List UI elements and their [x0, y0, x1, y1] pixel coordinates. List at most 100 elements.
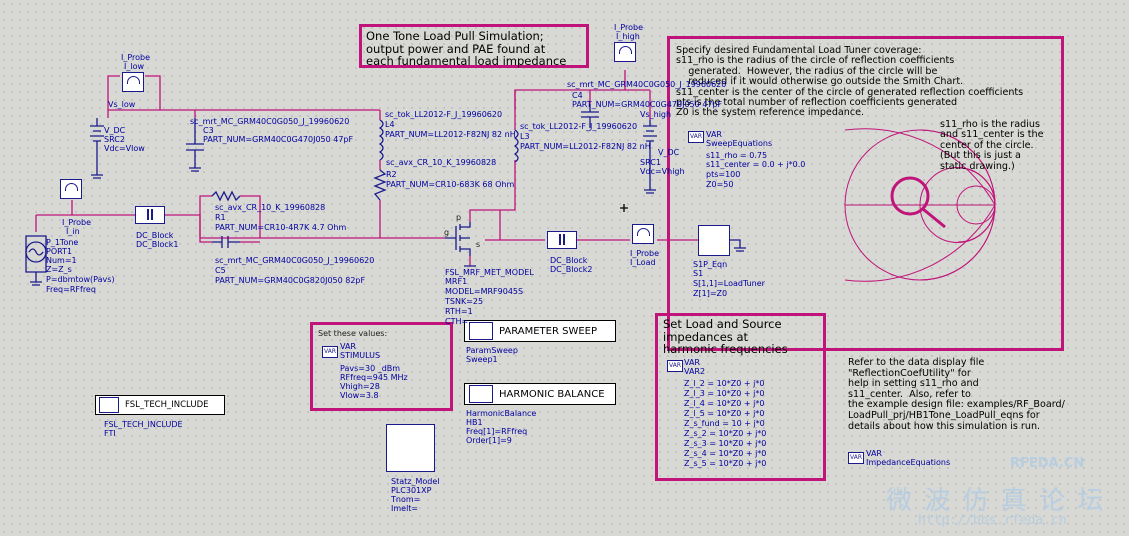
src2-l2: Vdc=Vlow	[104, 144, 145, 153]
sweep-var-l1: SweepEquations	[706, 139, 773, 148]
probe-iin-l1: I_in	[66, 227, 80, 236]
probe-low-l0: I_Probe	[121, 53, 151, 62]
smith-note-text: s11_rho is the radius and s11_center is …	[940, 119, 1044, 172]
watermark-site: RFEDA.CN	[1010, 456, 1085, 471]
stimulus-var-l2: Pavs=30 _dBm	[340, 364, 401, 373]
stimulus-box	[310, 322, 453, 411]
probe-load-icon[interactable]	[632, 224, 654, 244]
s1p-l2: S[1,1]=LoadTuner	[693, 279, 765, 288]
port1-l3: Z=Z_s	[46, 265, 72, 274]
dc-block1-icon[interactable]	[135, 206, 165, 224]
var2-l3: Z_l_3 = 10*Z0 + j*0	[684, 389, 765, 398]
dc-block2-icon[interactable]	[547, 231, 577, 249]
port1-l0: P_1Tone	[46, 238, 79, 247]
dc-block2-l0: DC_Block	[550, 256, 588, 265]
statz-model-block[interactable]	[386, 424, 435, 472]
r2-l1: R2	[386, 170, 397, 179]
mrf-l1: MRF1	[445, 277, 468, 286]
s1p-l0: S1P_Eqn	[693, 260, 728, 269]
src2-l1: SRC2	[104, 135, 125, 144]
fsl-include-block[interactable]: FSL_TECH_INCLUDE	[95, 395, 225, 415]
var2-icon[interactable]: VAR	[667, 360, 683, 372]
mrf-l2: MODEL=MRF9045S	[445, 287, 524, 296]
port1-l5: Freq=RFfreq	[46, 285, 96, 294]
l4-l1: L4	[385, 120, 395, 129]
probe-low-l1: I_low	[124, 62, 145, 71]
imped-var-l0: VAR	[866, 449, 882, 458]
c4-l1: C4	[572, 91, 583, 100]
src1-l0: V_DC	[658, 148, 680, 157]
mrf-l5: CTH=	[445, 317, 469, 326]
param-sweep-l1: Sweep1	[466, 355, 498, 364]
probe-high-l1: I_high	[616, 32, 640, 41]
r1-l0: sc_avx_CR_10_K_19960828	[215, 203, 326, 212]
coverage-inner-box	[667, 36, 839, 196]
include-icon	[99, 397, 119, 413]
l4-l2: PART_NUM=LL2012-F82NJ 82 nH	[385, 130, 516, 139]
stimulus-var-l0: VAR	[340, 342, 356, 351]
src1-l2: Vdc=Vhigh	[640, 167, 685, 176]
port1-l2: Num=1	[46, 256, 77, 265]
sweep-var-l0: VAR	[706, 130, 722, 139]
coverage-note-text: Specify desired Fundamental Load Tuner c…	[676, 45, 1024, 119]
probe-high-icon[interactable]	[614, 42, 636, 62]
probe-load-l0: I_Probe	[630, 249, 660, 258]
var2-l10: Z_s_5 = 10*Z0 + j*0	[684, 459, 767, 468]
var2-l5: Z_l_5 = 10*Z0 + j*0	[684, 409, 765, 418]
mrf-l0: FSL_MRF_MET_MODEL	[445, 268, 534, 277]
watermark-chinese: 微 波 仿 真 论 坛	[886, 486, 1106, 516]
var2-l8: Z_s_3 = 10*Z0 + j*0	[684, 439, 767, 448]
stimulus-var-l1: STIMULUS	[340, 351, 381, 360]
fsl-include-title: FSL_TECH_INCLUDE	[125, 400, 209, 410]
s1p-l3: Z[1]=Z0	[693, 289, 728, 298]
probe-iin-l0: I_Probe	[62, 218, 92, 227]
mrf-l4: RTH=1	[445, 307, 473, 316]
l3-l0: sc_tok_LL2012-F_J_19960620	[520, 122, 638, 131]
var2-l7: Z_s_2 = 10*Z0 + j*0	[684, 429, 767, 438]
sweep-var-l3: s11_center = 0.0 + j*0.0	[706, 160, 806, 169]
imped-var-l1: ImpedanceEquations	[866, 458, 951, 467]
param-sweep-title: PARAMETER SWEEP	[499, 325, 598, 337]
port1-l4: P=dbmtow(Pavs)	[46, 275, 115, 284]
s1p-l1: S1	[693, 269, 704, 278]
param-sweep-block[interactable]: PARAMETER SWEEP	[464, 320, 616, 342]
pin-p: p	[456, 213, 462, 222]
l4-l0: sc_tok_LL2012-F_J_19960620	[385, 110, 503, 119]
c3-l2: PART_NUM=GRM40C0G470J050 47pF	[203, 135, 354, 144]
statz-l2: Tnom=	[391, 495, 421, 504]
port1-l1: PORT1	[46, 247, 73, 256]
title-note-text: One Tone Load Pull Simulation; output po…	[366, 29, 567, 68]
r2-l2: PART_NUM=CR10-683K 68 Ohm	[386, 180, 515, 189]
param-sweep-icon	[469, 322, 493, 340]
harmonic-balance-block[interactable]: HARMONIC BALANCE	[464, 383, 616, 405]
refer-note-text: Refer to the data display file "Reflecti…	[848, 357, 1065, 432]
harmonic-note-box	[655, 313, 826, 481]
pin-s: s	[476, 240, 481, 249]
l3-l1: L3	[520, 132, 530, 141]
c5-l2: PART_NUM=GRM40C0G820J050 82pF	[215, 276, 366, 285]
var2-l6: Z_s_fund = 10 + j*0	[684, 419, 765, 428]
stimulus-var-icon[interactable]: VAR	[322, 346, 338, 358]
var2-l2: Z_l_2 = 10*Z0 + j*0	[684, 379, 765, 388]
hb-l3: Order[1]=9	[466, 436, 512, 445]
r1-l2: PART_NUM=CR10-4R7K 4.7 Ohm	[215, 223, 347, 232]
c4-l0: sc_mrt_MC_GRM40C0G050_J_19960620	[567, 80, 727, 89]
sweep-var-icon[interactable]: VAR	[688, 131, 704, 143]
probe-low-icon[interactable]	[122, 72, 144, 92]
stimulus-var-l3: RFfreq=945 MHz	[340, 373, 408, 382]
dc-block1-l0: DC_Block	[136, 231, 174, 240]
imped-var-icon[interactable]: VAR	[848, 452, 864, 464]
c5-l1: C5	[215, 266, 226, 275]
probe-iin-icon[interactable]	[60, 179, 82, 199]
watermark-url: http://bbs.rfeda.cn	[918, 513, 1067, 528]
s1p-block[interactable]	[698, 225, 730, 256]
mrf-l3: TSNK=25	[445, 297, 484, 306]
stimulus-var-l5: Vlow=3.8	[340, 391, 379, 400]
l3-l2: PART_NUM=LL2012-F82NJ 82 nH	[520, 142, 651, 151]
smith-chart-drawing	[844, 128, 996, 282]
vs-low-label: Vs_low	[108, 100, 136, 109]
c3-l0: sc_mrt_MC_GRM40C0G050_J_19960620	[190, 117, 350, 126]
r2-l0: sc_avx_CR_10_K_19960828	[386, 158, 497, 167]
